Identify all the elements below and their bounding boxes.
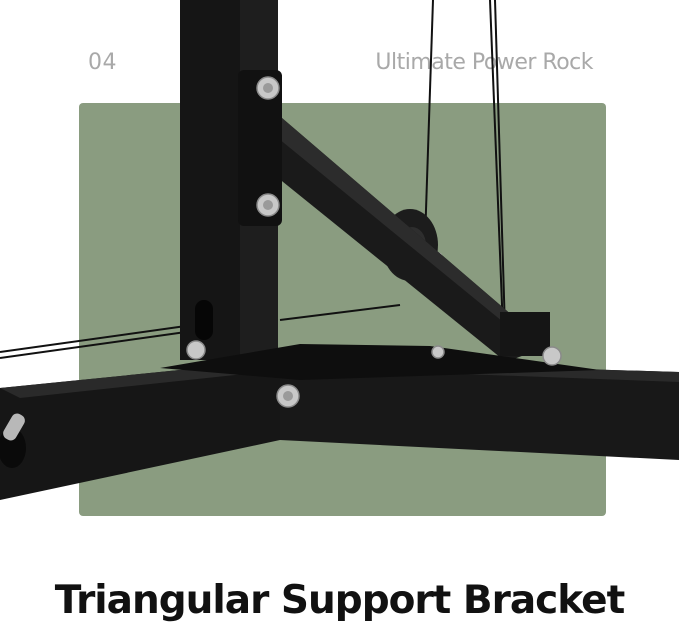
bolt-centers [263, 83, 293, 401]
caption-title: Triangular Support Bracket [54, 578, 626, 623]
upright-plate [238, 70, 282, 226]
section-number: 04 [88, 50, 117, 75]
brand-name: Ultimate Power Rock [375, 50, 593, 75]
cables [0, 0, 506, 359]
base-tubes [0, 344, 679, 500]
diagonal-brace [246, 112, 550, 362]
